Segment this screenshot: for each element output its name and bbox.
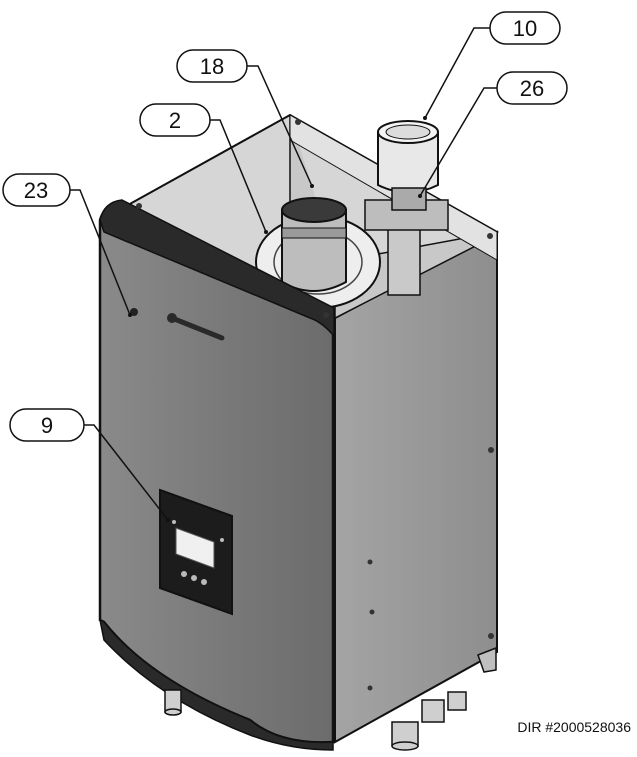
leader-2 bbox=[210, 119, 267, 233]
callout-10: 10 bbox=[489, 11, 561, 45]
top-screws bbox=[136, 119, 493, 318]
callout-26: 26 bbox=[496, 71, 568, 105]
logo-dot bbox=[130, 308, 138, 316]
callout-9: 9 bbox=[9, 408, 85, 442]
callout-label: 26 bbox=[520, 76, 544, 101]
air-intake-valve bbox=[391, 187, 427, 211]
vent-connector-inner bbox=[385, 124, 431, 140]
brand-logo bbox=[169, 315, 225, 341]
document-id-caption: DIR #2000528036 bbox=[517, 719, 631, 735]
mounting-bracket bbox=[477, 646, 497, 673]
control-screen bbox=[175, 527, 215, 569]
bottom-fittings bbox=[164, 689, 467, 751]
side-panel bbox=[334, 230, 498, 744]
leader-9 bbox=[84, 424, 169, 521]
leader-dots bbox=[128, 116, 427, 522]
top-trim bbox=[99, 199, 335, 339]
callout-label: 9 bbox=[41, 413, 53, 438]
leader-26 bbox=[419, 87, 497, 197]
callout-2: 2 bbox=[139, 103, 211, 137]
brand-logo-mark bbox=[167, 313, 177, 323]
callout-18: 18 bbox=[176, 49, 248, 83]
leader-18 bbox=[247, 65, 313, 187]
leader-lines bbox=[70, 27, 497, 521]
leader-10 bbox=[424, 27, 490, 119]
callout-label: 10 bbox=[513, 16, 537, 41]
leader-23 bbox=[70, 189, 131, 316]
flue-pipe-band bbox=[281, 227, 347, 239]
callout-label: 2 bbox=[169, 108, 181, 133]
callout-23: 23 bbox=[2, 173, 71, 207]
flue-pipe-top bbox=[281, 197, 347, 223]
callout-label: 23 bbox=[24, 178, 48, 203]
callout-label: 18 bbox=[200, 54, 224, 79]
control-buttons bbox=[172, 520, 224, 585]
